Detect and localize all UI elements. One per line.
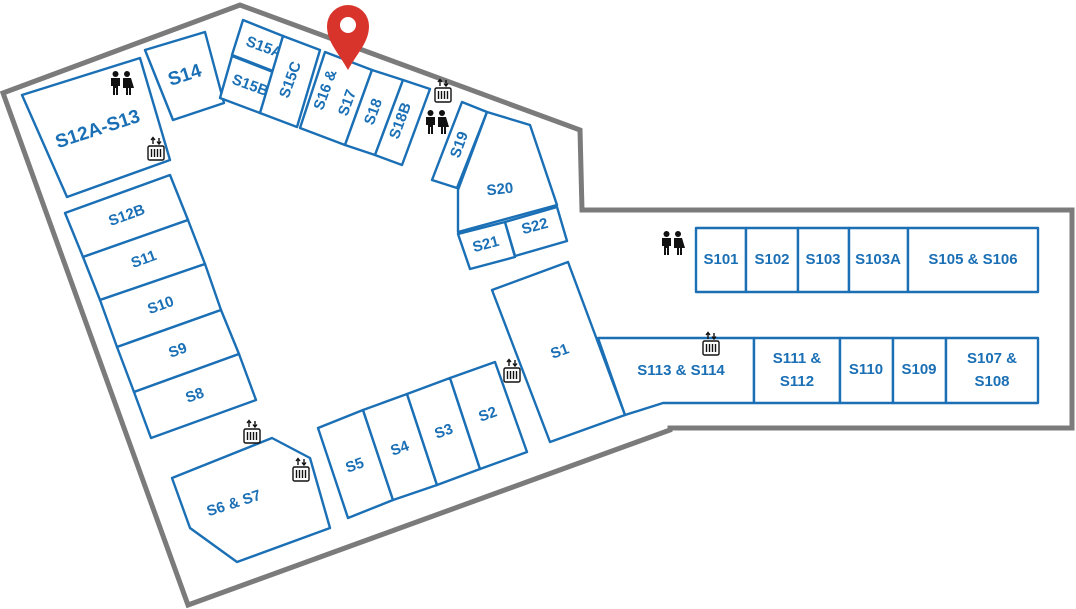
unit-s101[interactable]: S101 xyxy=(694,226,748,294)
unit-s105-s106[interactable]: S105 & S106 xyxy=(906,226,1040,294)
unit-s113-s114[interactable]: S113 & S114 xyxy=(596,336,756,417)
unit-s109[interactable]: S109 xyxy=(891,336,948,405)
unit-s107-s108[interactable]: S107 & S108 xyxy=(944,336,1040,405)
elevator-icon[interactable] xyxy=(243,419,261,444)
elevator-icon[interactable] xyxy=(503,358,521,383)
unit-s103[interactable]: S103 xyxy=(796,226,851,294)
unit-s14[interactable]: S14 xyxy=(143,30,226,122)
restroom-icon[interactable] xyxy=(662,231,685,255)
unit-s6-s7[interactable]: S6 & S7 xyxy=(170,436,332,564)
unit-s110[interactable]: S110 xyxy=(838,336,895,405)
restroom-icon[interactable] xyxy=(426,110,449,134)
unit-s111-s112[interactable]: S111 & S112 xyxy=(752,336,842,405)
location-pin-icon[interactable] xyxy=(327,5,369,71)
unit-s102[interactable]: S102 xyxy=(744,226,800,294)
unit-s103a[interactable]: S103A xyxy=(847,226,910,294)
